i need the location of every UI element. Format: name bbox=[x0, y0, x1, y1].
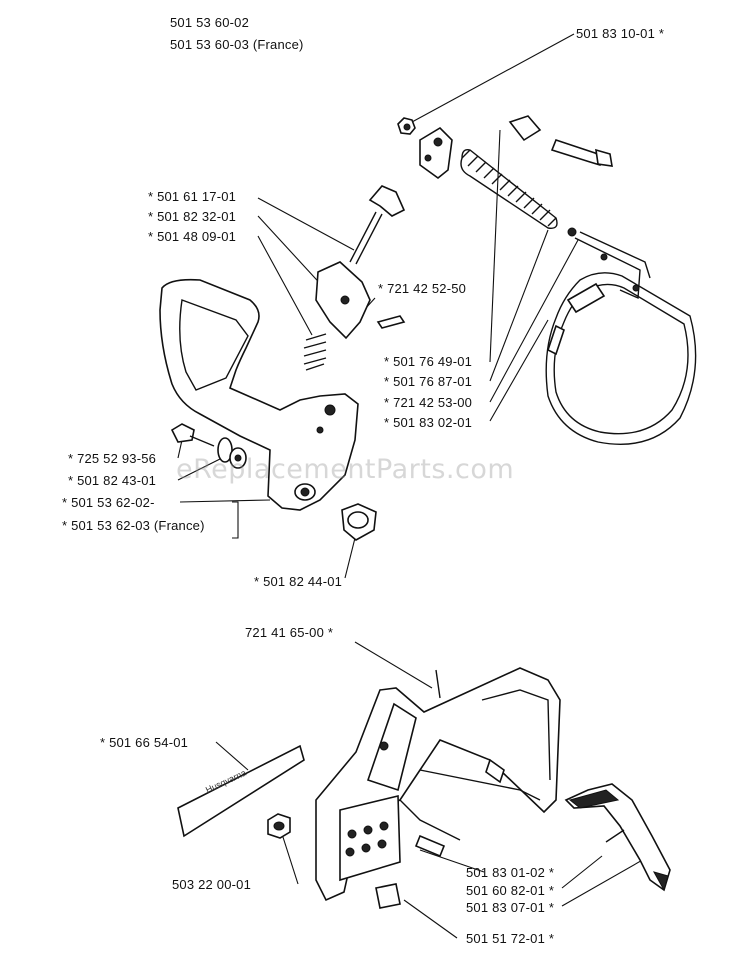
brake-lever-parts bbox=[303, 185, 406, 371]
part-label: 501 51 72-01 * bbox=[466, 931, 555, 946]
part-label: * 501 76 87-01 bbox=[384, 374, 473, 389]
part-label: * 501 82 43-01 bbox=[68, 473, 157, 488]
pivot-hardware bbox=[170, 423, 377, 541]
part-label: * 501 82 44-01 bbox=[254, 574, 343, 589]
part-label: * 501 83 02-01 bbox=[384, 415, 473, 430]
part-label: * 501 53 62-03 (France) bbox=[62, 518, 205, 533]
part-label: * 501 61 17-01 bbox=[148, 189, 237, 204]
adjuster-bolt-assembly bbox=[397, 115, 613, 180]
hand-guard bbox=[159, 278, 359, 511]
part-label: * 501 82 32-01 bbox=[148, 209, 237, 224]
part-label: * 501 53 62-02- bbox=[62, 495, 155, 510]
watermark: eReplacementParts.com bbox=[176, 454, 515, 485]
nut bbox=[267, 813, 291, 839]
leader-lines-upper bbox=[177, 33, 579, 579]
part-label: * 725 52 93-56 bbox=[68, 451, 157, 466]
part-label: * 501 76 49-01 bbox=[384, 354, 473, 369]
chain-catcher bbox=[564, 783, 671, 892]
part-label: 501 53 60-02 bbox=[170, 15, 250, 30]
part-label: 501 83 01-02 * bbox=[466, 865, 555, 880]
part-label: 501 60 82-01 * bbox=[466, 883, 555, 898]
part-label: 721 41 65-00 * bbox=[245, 625, 334, 640]
clutch-cover bbox=[315, 667, 561, 909]
part-label: * 721 42 53-00 bbox=[384, 395, 473, 410]
brake-band bbox=[545, 227, 697, 445]
part-label: 503 22 00-01 bbox=[172, 877, 252, 892]
spring bbox=[460, 148, 558, 229]
part-label: 501 53 60-03 (France) bbox=[170, 37, 304, 52]
part-label: 501 83 10-01 * bbox=[576, 26, 665, 41]
part-label: 501 83 07-01 * bbox=[466, 900, 555, 915]
part-label: * 721 42 52-50 bbox=[378, 281, 467, 296]
part-label: * 501 66 54-01 bbox=[100, 735, 189, 750]
part-label: * 501 48 09-01 bbox=[148, 229, 237, 244]
decal bbox=[177, 744, 305, 838]
